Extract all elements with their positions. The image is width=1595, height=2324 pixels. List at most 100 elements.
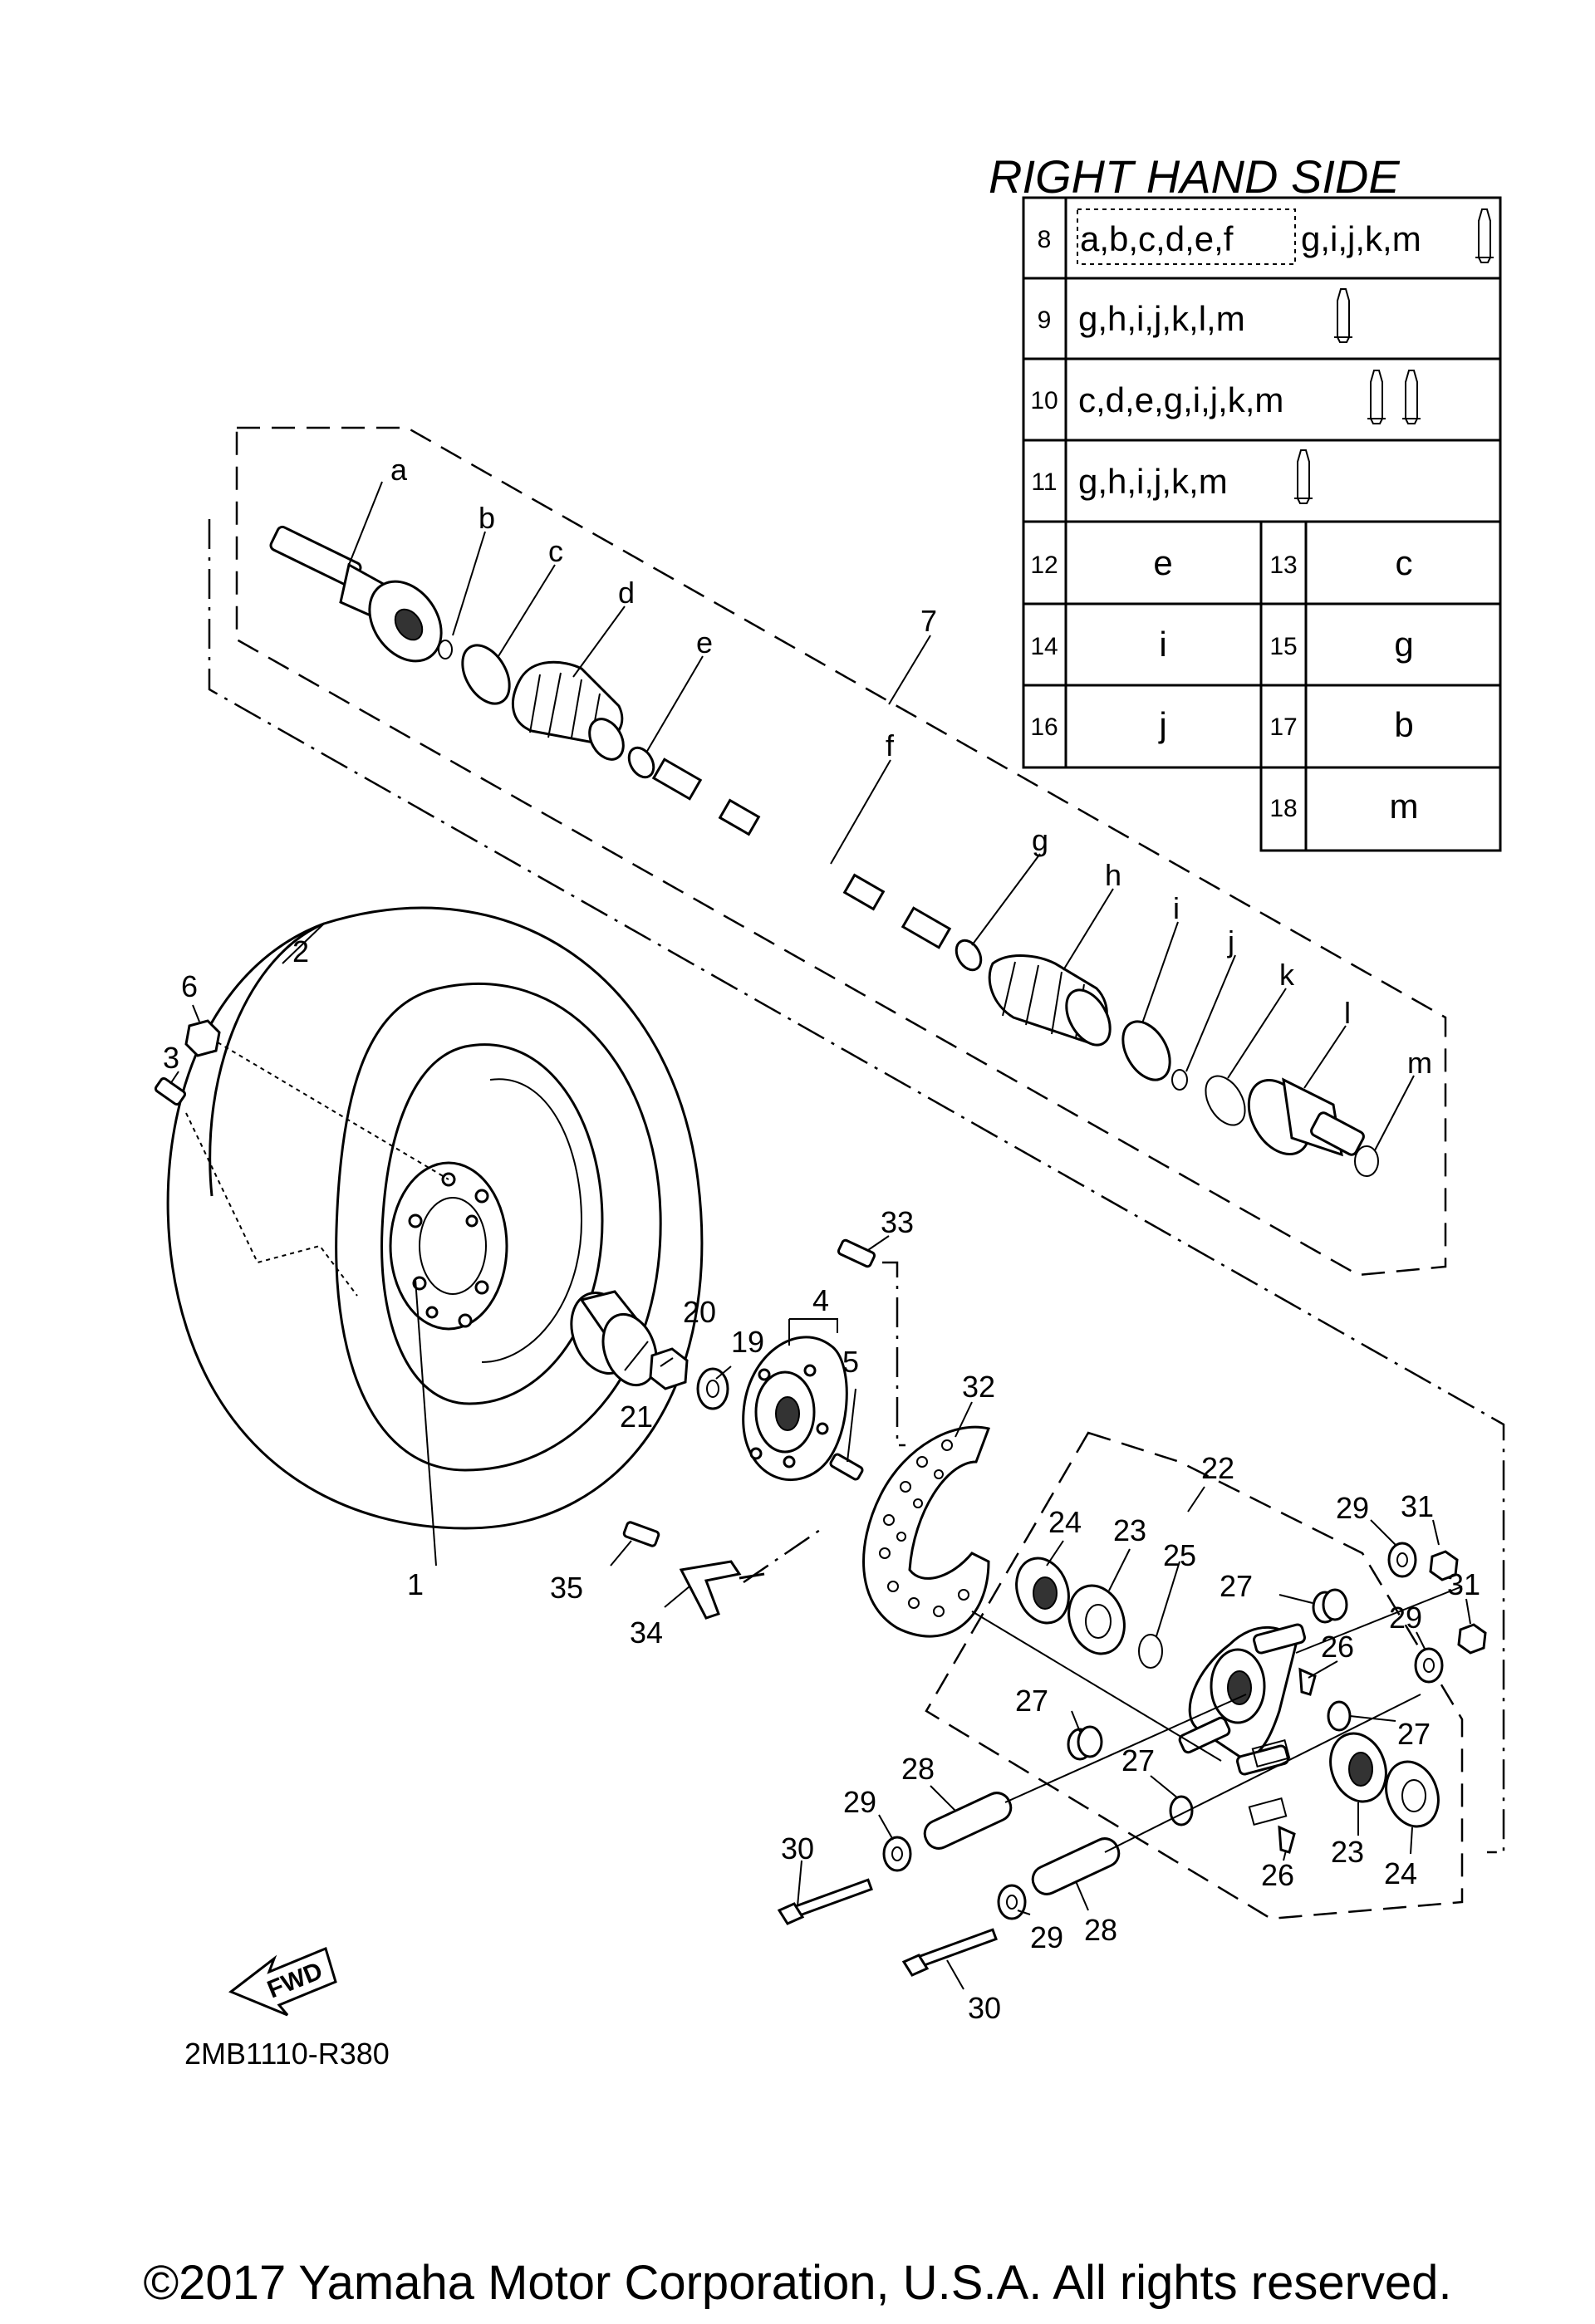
part-label-28-upper: 28	[901, 1752, 935, 1786]
grease-tube-icon	[1475, 208, 1494, 263]
pivot-bolt	[777, 1878, 873, 1925]
part-label-33: 33	[881, 1205, 914, 1239]
part-label-b: b	[478, 501, 495, 535]
collar	[1169, 1795, 1194, 1826]
table-row-14-part: i	[1159, 625, 1166, 664]
brake-disc-bolt	[837, 1238, 876, 1268]
table-row-12-number: 12	[1030, 552, 1058, 579]
snap-ring	[1205, 1075, 1246, 1126]
wheel-nut	[184, 1019, 449, 1180]
part-label-27-left: 27	[1015, 1684, 1048, 1718]
forward-direction-arrow: FWD	[228, 1946, 337, 2017]
brake-disc	[862, 1425, 990, 1638]
part-label-26-upper: 26	[1321, 1630, 1354, 1664]
part-label-g: g	[1032, 823, 1048, 857]
washer	[1387, 1542, 1417, 1578]
part-label-35: 35	[550, 1571, 583, 1605]
part-label-25: 25	[1163, 1538, 1196, 1572]
part-label-m: m	[1407, 1046, 1432, 1080]
washer	[882, 1836, 912, 1872]
table-title: RIGHT HAND SIDE	[989, 150, 1400, 203]
cv-boot	[512, 660, 625, 761]
bearing	[1329, 1732, 1387, 1803]
inner-small-band	[955, 939, 983, 972]
part-label-23-lower: 23	[1331, 1835, 1364, 1869]
grease-tube-icon	[1334, 288, 1352, 343]
table-row-11-number: 11	[1031, 468, 1057, 496]
part-label-27-upper: 27	[1220, 1569, 1253, 1603]
part-label-28-lower: 28	[1084, 1913, 1117, 1947]
oil-seal	[1385, 1760, 1440, 1828]
grease-tube-icon	[1367, 370, 1386, 424]
part-label-34: 34	[630, 1616, 663, 1650]
washer	[997, 1884, 1027, 1920]
part-label-4: 4	[812, 1283, 829, 1317]
table-row-15-number: 15	[1269, 633, 1297, 660]
small-boot-band	[627, 746, 655, 779]
part-label-24-upper: 24	[1048, 1505, 1082, 1539]
part-label-26-lower: 26	[1261, 1858, 1294, 1892]
table-row-8-number: 8	[1038, 226, 1052, 253]
tire-valve	[154, 1076, 358, 1297]
copyright-notice: ©2017 Yamaha Motor Corporation, U.S.A. A…	[143, 2256, 1452, 2310]
spacer	[923, 1792, 1013, 1850]
part-label-31-lower: 31	[1447, 1567, 1480, 1601]
table-row-16-number: 16	[1030, 713, 1058, 741]
hub-bolt	[829, 1453, 864, 1481]
inner-cv-boot	[988, 954, 1112, 1047]
part-label-2: 2	[292, 934, 309, 968]
part-label-19: 19	[731, 1325, 764, 1359]
part-label-k: k	[1279, 958, 1295, 992]
drive-shaft	[651, 758, 952, 949]
table-row-10-number: 10	[1030, 387, 1058, 414]
part-label-c: c	[548, 534, 563, 568]
washer	[696, 1367, 729, 1410]
table-row-16-part: j	[1157, 705, 1166, 744]
table-row-8-dashed-parts: a,b,c,d,e,f	[1080, 219, 1234, 258]
grease-tube-icon	[1294, 449, 1313, 504]
part-label-29-lower: 29	[1030, 1920, 1063, 1954]
inner-cv-joint	[1247, 1077, 1365, 1157]
part-label-a: a	[390, 453, 408, 487]
part-label-l: l	[1344, 996, 1351, 1030]
inner-boot-band	[1121, 1020, 1171, 1081]
part-label-31-upper: 31	[1401, 1489, 1434, 1523]
wheel-and-tire	[166, 906, 704, 1530]
bracket-bolt	[622, 1521, 660, 1547]
washer	[1414, 1647, 1444, 1684]
table-row-12-part: e	[1153, 543, 1172, 582]
nut	[1457, 1623, 1487, 1655]
spacer	[1031, 1837, 1121, 1895]
diagram-code: 2MB1110-R380	[184, 2037, 390, 2071]
table-row-17-number: 17	[1269, 713, 1297, 741]
outer-cv-joint	[269, 525, 443, 663]
table-row-11-parts: g,h,i,j,k,m	[1078, 462, 1228, 501]
part-label-6: 6	[181, 969, 198, 1003]
axle-nut	[649, 1347, 689, 1390]
part-label-7: 7	[920, 604, 937, 638]
part-label-23-upper: 23	[1113, 1513, 1146, 1547]
drive-shaft-assembly	[208, 426, 1505, 1854]
part-label-e: e	[696, 625, 713, 659]
part-label-j: j	[1227, 924, 1234, 959]
table-row-18-part: m	[1390, 787, 1419, 826]
knuckle-circlip	[1138, 1634, 1163, 1669]
part-label-32: 32	[962, 1370, 995, 1404]
table-row-14-number: 14	[1030, 633, 1058, 660]
grease-tube-icon	[1402, 370, 1421, 424]
part-label-21: 21	[620, 1400, 653, 1434]
part-label-22: 22	[1201, 1451, 1234, 1485]
nut	[1429, 1550, 1459, 1581]
part-label-29-upper: 29	[1336, 1491, 1369, 1525]
inner-circlip	[1171, 1069, 1188, 1091]
part-label-30-lower: 30	[968, 1991, 1001, 2025]
part-label-1: 1	[407, 1567, 424, 1601]
part-label-h: h	[1105, 858, 1121, 892]
wheel-collar	[570, 1290, 658, 1387]
o-ring	[1354, 1145, 1379, 1177]
part-label-5: 5	[842, 1345, 859, 1379]
table-row-17-part: b	[1394, 705, 1413, 744]
part-label-3: 3	[163, 1041, 179, 1075]
table-row-18-number: 18	[1269, 795, 1297, 822]
